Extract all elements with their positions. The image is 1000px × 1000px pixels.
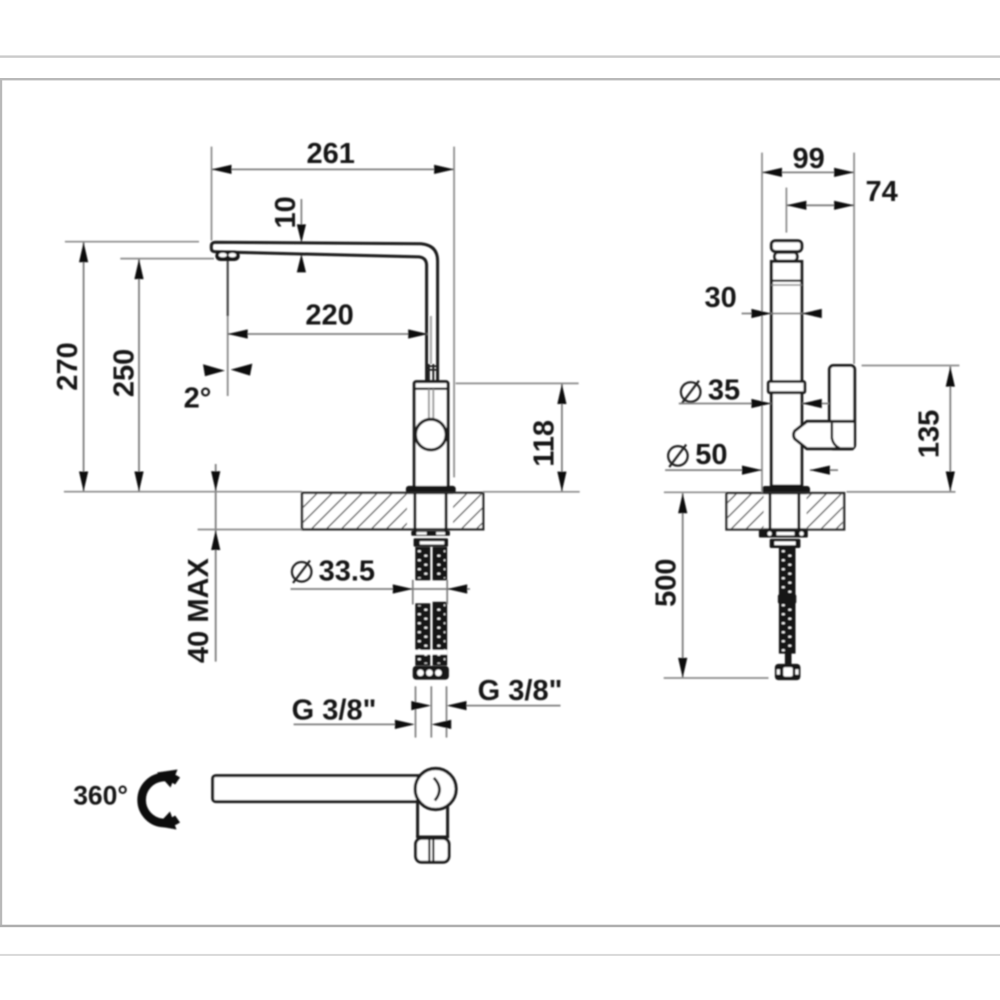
svg-text:220: 220 xyxy=(305,300,353,332)
svg-text:G 3/8": G 3/8" xyxy=(292,695,377,727)
svg-text:35: 35 xyxy=(708,374,740,406)
svg-text:135: 135 xyxy=(913,410,945,458)
svg-text:50: 50 xyxy=(695,439,727,471)
svg-text:40 MAX: 40 MAX xyxy=(183,558,215,663)
svg-text:2°: 2° xyxy=(184,383,212,415)
svg-text:30: 30 xyxy=(704,282,736,314)
svg-text:G 3/8": G 3/8" xyxy=(478,675,563,707)
svg-text:270: 270 xyxy=(52,342,84,390)
svg-text:500: 500 xyxy=(650,559,682,607)
svg-text:360°: 360° xyxy=(73,781,128,811)
svg-text:10: 10 xyxy=(270,196,302,228)
svg-text:99: 99 xyxy=(792,143,824,175)
svg-text:33.5: 33.5 xyxy=(319,555,375,587)
svg-text:261: 261 xyxy=(307,138,355,170)
svg-text:74: 74 xyxy=(865,176,897,208)
svg-text:250: 250 xyxy=(108,349,140,397)
svg-text:118: 118 xyxy=(529,420,561,467)
